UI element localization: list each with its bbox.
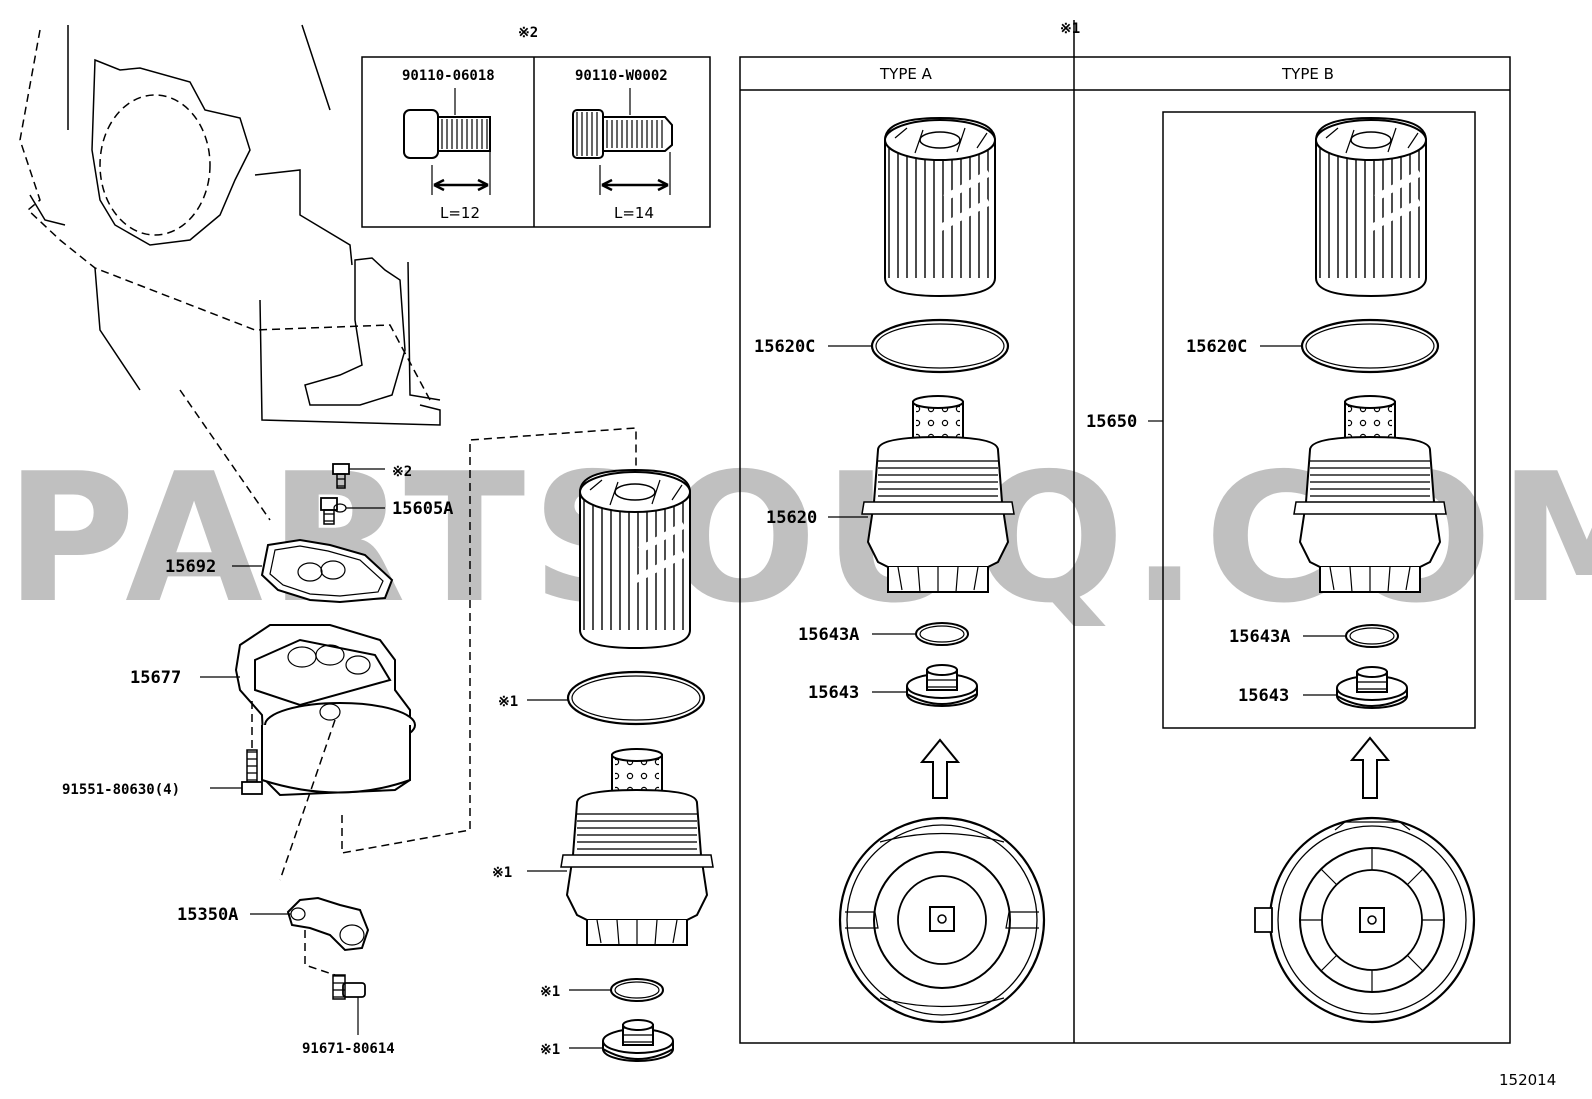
bolt-a-part-number: 90110-06018 (402, 68, 495, 84)
bolt-a-drawing (403, 88, 491, 195)
type-b-bottom-view (1254, 816, 1476, 1024)
union-bolt-15605A (320, 497, 385, 525)
part-label-15605A: 15605A (392, 499, 453, 519)
type-b-filter-element (1316, 118, 1426, 296)
engine-block-illustration (19, 24, 441, 521)
ref1-label-oring: ※1 (498, 694, 518, 710)
type-b-drain-plug (1336, 666, 1408, 709)
bolt-b-part-number: 90110-W0002 (575, 68, 668, 84)
small-bolt-ref2 (332, 463, 385, 489)
type-b-label-15620C: 15620C (1186, 337, 1247, 357)
type-a-bottom-view (838, 816, 1046, 1024)
type-a-o-ring (828, 318, 1010, 374)
bolt-91551-80630 (210, 700, 263, 795)
assembly-dashed-path (341, 427, 637, 854)
part-label-15692: 15692 (165, 557, 216, 577)
type-b-kit-15650-box (1162, 111, 1476, 729)
oil-filter-element (580, 470, 690, 648)
type-a-label-15620: 15620 (766, 508, 817, 528)
type-b-label-15643: 15643 (1238, 686, 1289, 706)
type-b-housing-cap (1293, 395, 1447, 593)
filter-bracket-15677 (200, 624, 416, 797)
type-a-housing-cap (861, 395, 1015, 593)
type-a-label-15620C: 15620C (754, 337, 815, 357)
bolt-91671-80614 (332, 974, 366, 1035)
type-a-header: TYPE A (879, 65, 933, 83)
type-b-label-15643A: 15643A (1229, 627, 1290, 647)
ref1-label-plug: ※1 (540, 1042, 560, 1058)
type-a-label-15643: 15643 (808, 683, 859, 703)
diagram-id: 152014 (1499, 1071, 1556, 1089)
small-o-ring (569, 978, 664, 1002)
type-b-header: TYPE B (1281, 65, 1334, 83)
gasket-15692 (232, 538, 394, 604)
drain-plug (602, 1019, 674, 1062)
oil-filter-housing-cap (560, 748, 714, 946)
type-a-drain-plug (906, 664, 978, 707)
type-a-filter-element (885, 118, 995, 296)
part-label-91671-80614: 91671-80614 (302, 1041, 395, 1057)
bolt-a-length-label: L=12 (440, 204, 480, 222)
type-a-small-ring (872, 622, 969, 646)
type-a-label-15643A: 15643A (798, 625, 859, 645)
bolt-options-box (361, 56, 711, 228)
ref1-label-housing: ※1 (492, 865, 512, 881)
type-b-small-ring (1303, 624, 1399, 648)
part-label-15350A: 15350A (177, 905, 238, 925)
type-b-label-15650: 15650 (1086, 412, 1137, 432)
bolt-b-length-label: L=14 (614, 204, 654, 222)
ref2-marker: ※2 (518, 25, 538, 41)
part-label-91551-80630: 91551-80630(4) (62, 782, 180, 798)
part-label-15677: 15677 (130, 668, 181, 688)
bolt-b-drawing (572, 88, 673, 195)
oil-pressure-switch-15350A (250, 719, 370, 976)
type-b-o-ring (1260, 318, 1440, 374)
type-comparison-box (739, 56, 1511, 1044)
o-ring-large (527, 670, 706, 726)
type-a-view-arrow-icon (919, 738, 961, 799)
ref2-bolt-label: ※2 (392, 464, 412, 480)
ref1-label-small-ring: ※1 (540, 984, 560, 1000)
ref1-marker: ※1 (1060, 21, 1080, 37)
